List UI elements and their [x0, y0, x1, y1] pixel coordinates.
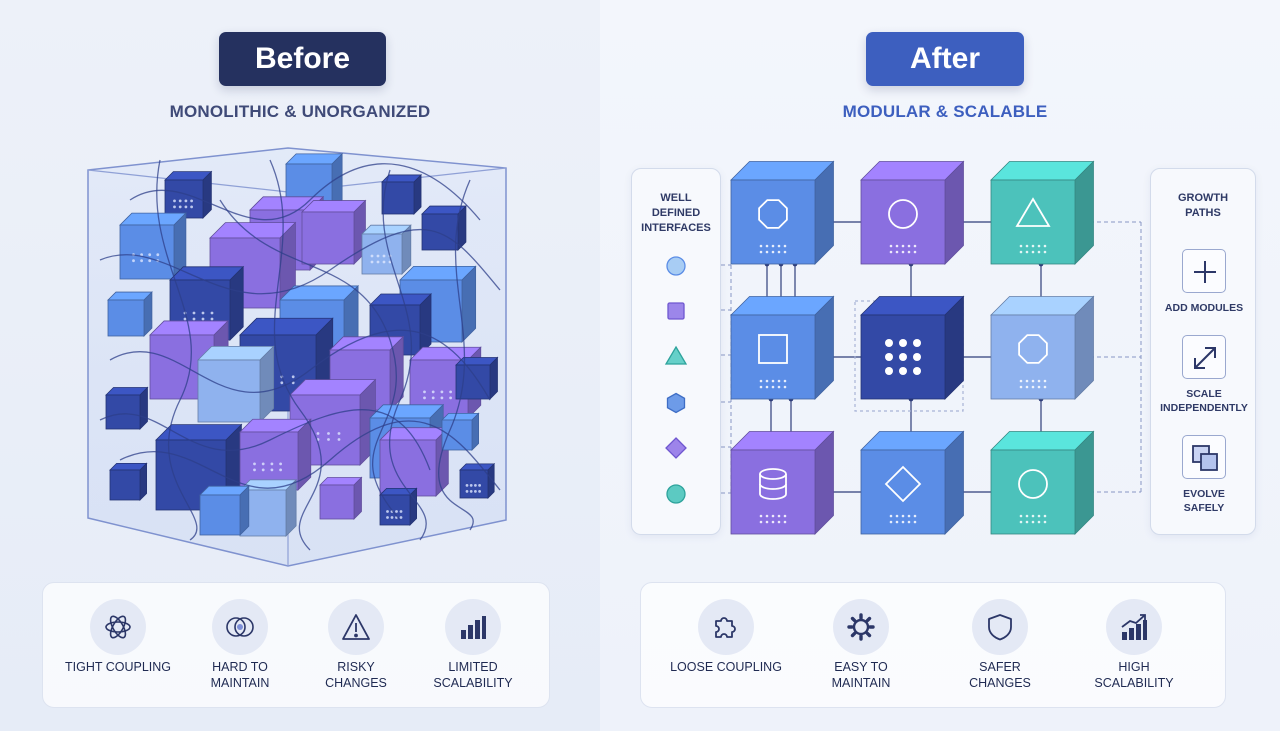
overlap-circles-icon — [212, 599, 268, 655]
square-icon — [667, 302, 685, 320]
module-grid-diagram — [721, 160, 1142, 535]
tangled-wire — [382, 169, 427, 541]
feature-loose-coupling: LOOSE COUPLING — [661, 583, 791, 709]
monolith-block — [199, 485, 250, 536]
monolith-block — [164, 170, 213, 219]
monolith-block — [381, 173, 423, 215]
after-panel: After MODULAR & SCALABLE WELL DEFINED IN… — [600, 0, 1280, 731]
circle-icon — [666, 256, 686, 276]
feature-label: LIMITED SCALABILITY — [433, 660, 513, 690]
tangled-wire — [129, 163, 481, 221]
module-square — [730, 295, 835, 400]
after-title: After — [866, 32, 1024, 86]
tangle-icon — [90, 599, 146, 655]
monolith-cube-illustration — [87, 147, 507, 567]
warning-triangle-icon — [328, 599, 384, 655]
monolith-block — [239, 418, 312, 491]
circle-icon — [666, 484, 686, 504]
monolith-block — [105, 386, 149, 430]
hexagon-icon — [666, 392, 686, 414]
monolith-block — [239, 478, 298, 537]
module-dots — [860, 295, 965, 400]
feature-label: RISKY CHANGES — [325, 660, 387, 690]
plus-icon — [1182, 249, 1226, 293]
feature-easy-to-maintain: EASY TO MAINTAIN — [796, 583, 926, 709]
feature-risky-changes: RISKY CHANGES — [291, 583, 421, 709]
tangled-wire — [269, 159, 322, 551]
module-hexagon — [730, 160, 835, 265]
module-circle — [860, 160, 965, 265]
module-hexagon — [990, 295, 1095, 400]
before-title: Before — [219, 32, 386, 86]
interfaces-title: WELL DEFINED INTERFACES — [641, 192, 711, 234]
shield-icon — [972, 599, 1028, 655]
tangled-wire — [156, 159, 198, 541]
feature-limited-scalability: LIMITED SCALABILITY — [408, 583, 538, 709]
tangled-wire — [119, 420, 501, 491]
growth-label-add-modules: ADD MODULES — [1164, 302, 1244, 314]
monolith-block — [301, 199, 367, 265]
gear-icon — [833, 599, 889, 655]
triangle-icon — [664, 345, 688, 365]
puzzle-icon — [698, 599, 754, 655]
before-subtitle: MONOLITHIC & UNORGANIZED — [169, 102, 431, 121]
tangled-wire — [437, 179, 474, 531]
tangled-wire — [109, 329, 491, 401]
feature-label: HARD TO MAINTAIN — [210, 660, 270, 690]
monolith-block — [319, 476, 363, 520]
monolith-block — [197, 345, 275, 423]
before-panel: Before MONOLITHIC & UNORGANIZED — [0, 0, 600, 731]
monolith-block — [459, 462, 496, 499]
module-database — [730, 430, 835, 535]
interfaces-panel: WELL DEFINED INTERFACES — [631, 168, 721, 535]
feature-label: LOOSE COUPLING — [670, 660, 782, 674]
growth-title: GROWTH PATHS — [1177, 192, 1229, 219]
module-triangle — [990, 160, 1095, 265]
after-subtitle: MODULAR & SCALABLE — [842, 102, 1048, 121]
monolith-block — [379, 487, 418, 526]
feature-label: TIGHT COUPLING — [64, 660, 172, 674]
feature-tight-coupling: TIGHT COUPLING — [53, 583, 183, 709]
after-feature-bar: LOOSE COUPLING EASY TO MAINTAIN — [640, 582, 1226, 708]
monolith-block — [421, 205, 467, 251]
tangled-wire — [99, 409, 431, 471]
layers-icon — [1182, 435, 1226, 479]
monolith-block — [119, 212, 187, 280]
expand-arrow-icon — [1182, 335, 1226, 379]
module-diamond — [860, 430, 965, 535]
diamond-icon — [665, 437, 687, 459]
feature-label: EASY TO MAINTAIN — [831, 660, 891, 690]
feature-label: HIGH SCALABILITY — [1094, 660, 1174, 690]
feature-label: SAFER CHANGES — [969, 660, 1031, 690]
growth-label-scale: SCALE INDEPENDENTLY — [1160, 388, 1248, 414]
growth-chart-icon — [1106, 599, 1162, 655]
feature-high-scalability: HIGH SCALABILITY — [1069, 583, 1199, 709]
before-feature-bar: TIGHT COUPLING HARD TO MAINTAIN — [42, 582, 550, 708]
monolith-block — [441, 412, 480, 451]
monolith-block — [109, 462, 148, 501]
bar-chart-icon — [445, 599, 501, 655]
tangled-wire — [219, 199, 401, 521]
monolith-block — [361, 224, 412, 275]
feature-safer-changes: SAFER CHANGES — [935, 583, 1065, 709]
growth-label-evolve: EVOLVE SAFELY — [1183, 488, 1225, 514]
feature-hard-to-maintain: HARD TO MAINTAIN — [175, 583, 305, 709]
module-circle — [990, 430, 1095, 535]
monolith-block — [107, 291, 153, 337]
growth-paths-panel: GROWTH PATHS ADD MODULES SCALE INDEPENDE… — [1150, 168, 1256, 535]
